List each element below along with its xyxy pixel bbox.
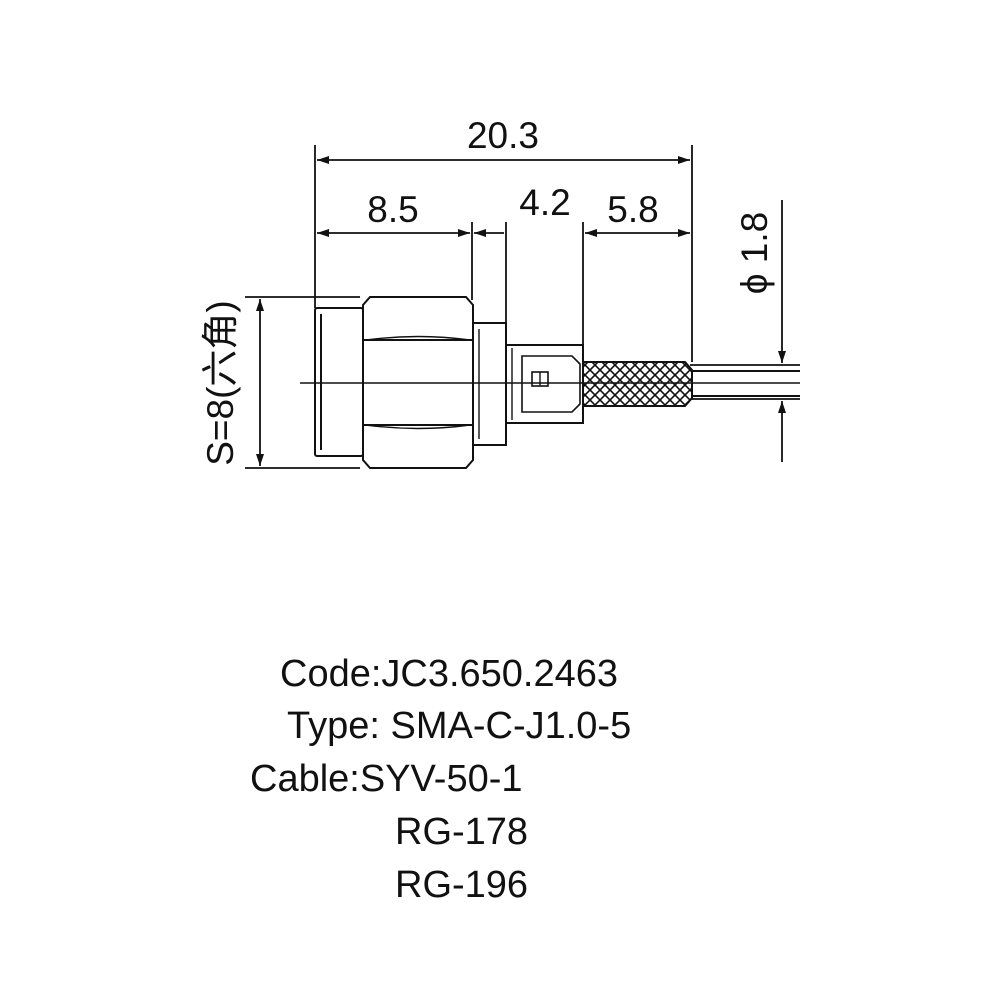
dim-label-diameter: ϕ 1.8 <box>734 212 775 294</box>
dim-label-hex-size: S=8(六角) <box>200 300 241 466</box>
dim-label-crimp: 5.8 <box>607 189 658 230</box>
front-collar <box>314 307 364 457</box>
spec-cable: Cable:SYV-50-1 <box>250 758 523 800</box>
extension-lines <box>245 145 800 469</box>
connector-body <box>314 296 800 469</box>
dim-label-hex: 8.5 <box>367 189 418 230</box>
hex-nut <box>362 296 474 469</box>
dimension-lines <box>256 156 786 466</box>
body-shoulder <box>472 322 507 446</box>
spec-cable-alt-2: RG-196 <box>395 864 529 906</box>
spec-type: Type: SMA-C-J1.0-5 <box>287 705 632 747</box>
spec-cable-alt-1: RG-178 <box>395 811 529 853</box>
dim-label-overall: 20.3 <box>467 115 539 156</box>
crimp-ferrule <box>582 361 693 407</box>
dim-label-middle: 4.2 <box>519 182 570 223</box>
spec-code: Code:JC3.650.2463 <box>280 653 619 695</box>
